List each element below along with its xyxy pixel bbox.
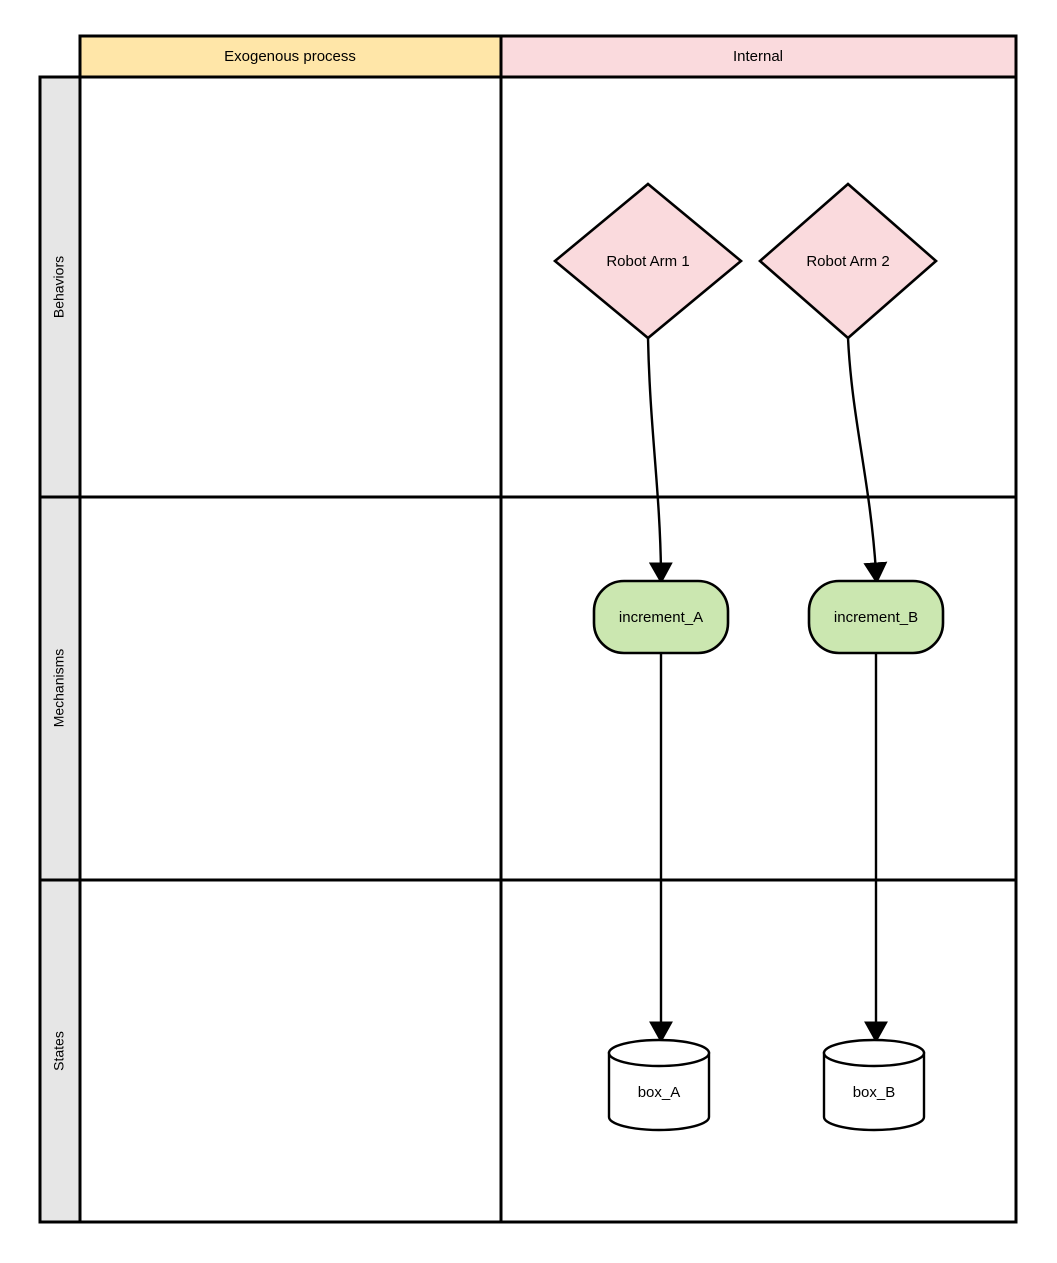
node-label-box-a: box_A	[638, 1084, 681, 1101]
row-header-states-label: States	[51, 1031, 67, 1071]
node-box-a[interactable]: box_A	[607, 1038, 711, 1132]
swimlane-grid: Exogenous process Internal Behaviors Mec…	[38, 34, 1018, 1224]
node-label-box-b: box_B	[853, 1084, 896, 1101]
node-robot-arm-2[interactable]: Robot Arm 2	[758, 182, 938, 340]
edge-robot-arm-2-to-increment-b	[846, 337, 888, 584]
row-header-mechanisms-label: Mechanisms	[51, 649, 67, 728]
row-header-behaviors-label: Behaviors	[51, 256, 67, 318]
node-increment-a[interactable]: increment_A	[592, 579, 730, 655]
column-header-exogenous-label: Exogenous process	[224, 48, 356, 65]
cell-mechanisms-exogenous	[78, 495, 503, 882]
diamond-shape[interactable]	[552, 182, 744, 340]
edge-robot-arm-1-to-increment-a	[646, 337, 673, 584]
rounded-rect-shape[interactable]	[592, 579, 730, 655]
diamond-shape[interactable]	[758, 182, 938, 340]
cell-mechanisms-internal	[499, 495, 1018, 882]
cell-behaviors-exogenous	[78, 75, 503, 499]
node-label-robot-arm-1: Robot Arm 1	[606, 253, 689, 270]
node-box-b[interactable]: box_B	[822, 1038, 926, 1132]
edges-group	[646, 337, 888, 1043]
cell-states-exogenous	[78, 878, 503, 1224]
cell-states-internal	[499, 878, 1018, 1224]
cylinder-body[interactable]	[607, 1051, 711, 1132]
cylinder-body[interactable]	[822, 1051, 926, 1132]
cylinder-top	[607, 1038, 711, 1068]
cell-behaviors-internal	[499, 75, 1018, 499]
column-header-internal-label: Internal	[733, 48, 783, 65]
rounded-rect-shape[interactable]	[807, 579, 945, 655]
node-label-increment-a: increment_A	[619, 609, 703, 626]
row-label-cell-states	[38, 878, 82, 1224]
node-label-increment-b: increment_B	[834, 609, 918, 626]
cylinder-top	[822, 1038, 926, 1068]
node-robot-arm-1[interactable]: Robot Arm 1	[552, 182, 744, 340]
node-increment-b[interactable]: increment_B	[807, 579, 945, 655]
node-label-robot-arm-2: Robot Arm 2	[806, 253, 889, 270]
